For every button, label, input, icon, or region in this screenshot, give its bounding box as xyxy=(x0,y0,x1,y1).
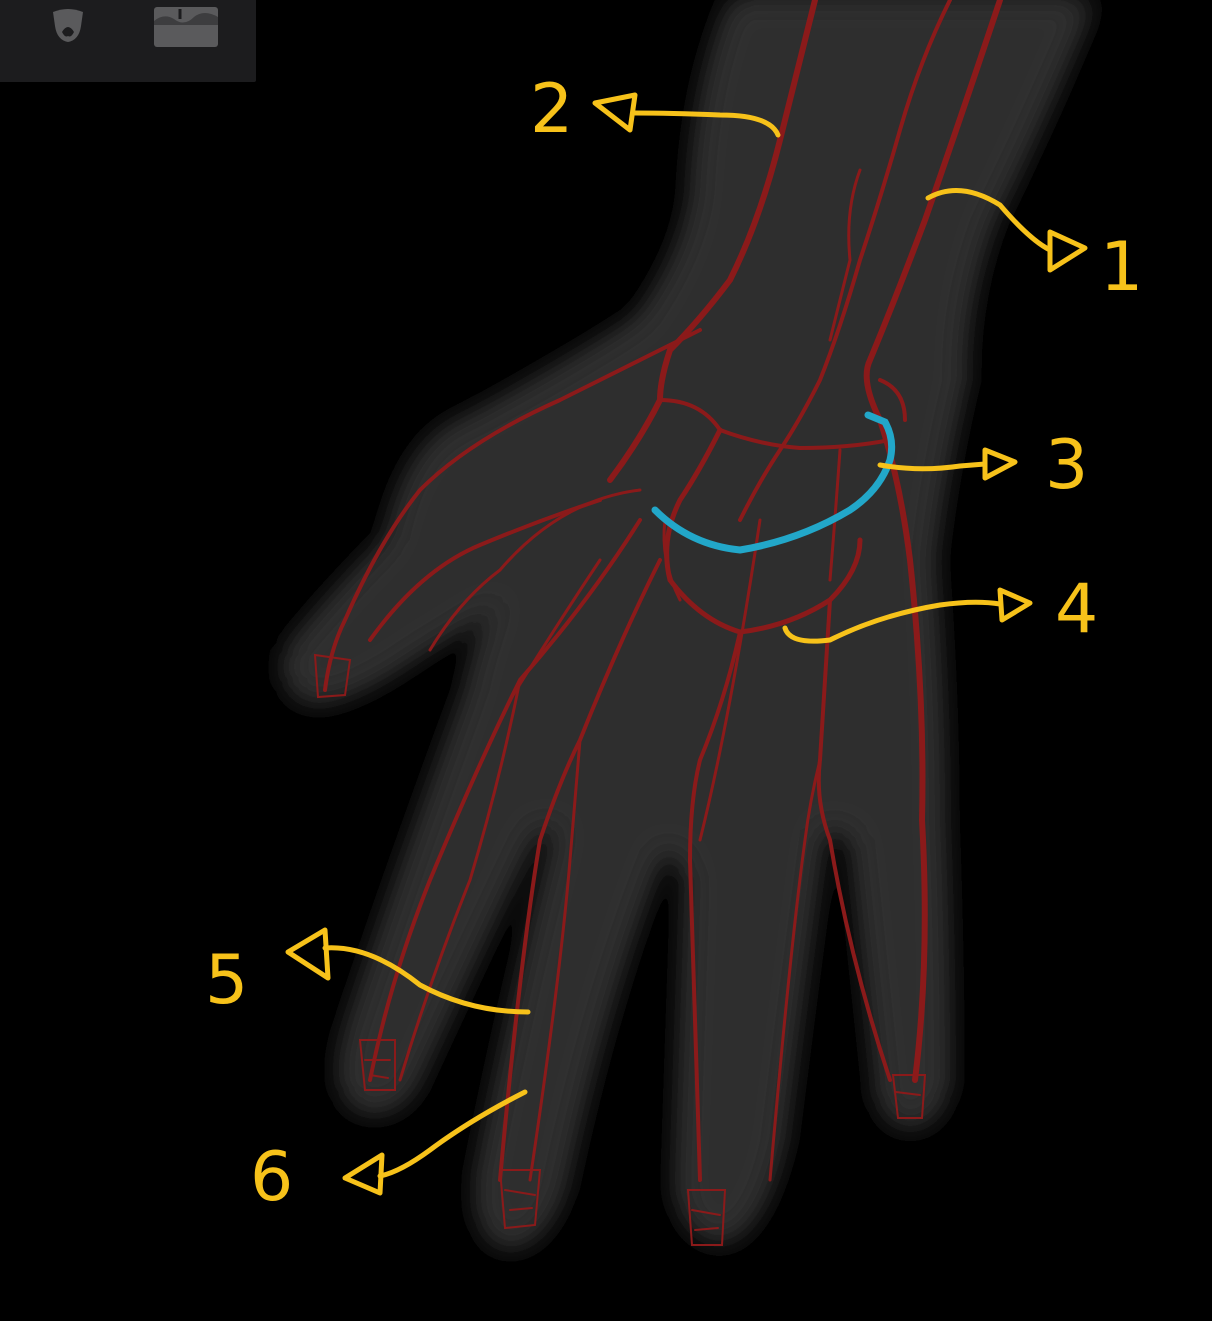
label-4: 4 xyxy=(1055,570,1098,649)
deep-palmar-arch-highlight xyxy=(651,411,896,554)
label-1: 1 xyxy=(1100,228,1143,307)
ulnar-artery xyxy=(607,0,818,483)
view-toolbar xyxy=(0,0,256,82)
anatomy-view-button[interactable] xyxy=(30,0,106,52)
skin-layer-icon xyxy=(154,7,218,47)
anatomy-view-icon xyxy=(53,9,83,42)
label-5: 5 xyxy=(205,941,248,1020)
superficial-palmar-arch xyxy=(664,427,863,635)
annotation-arrows xyxy=(285,92,1088,1196)
label-2: 2 xyxy=(530,70,573,149)
arteries xyxy=(313,0,1003,1246)
label-3: 3 xyxy=(1045,426,1088,505)
skin-layer-button[interactable] xyxy=(148,0,224,52)
label-6: 6 xyxy=(250,1138,293,1217)
